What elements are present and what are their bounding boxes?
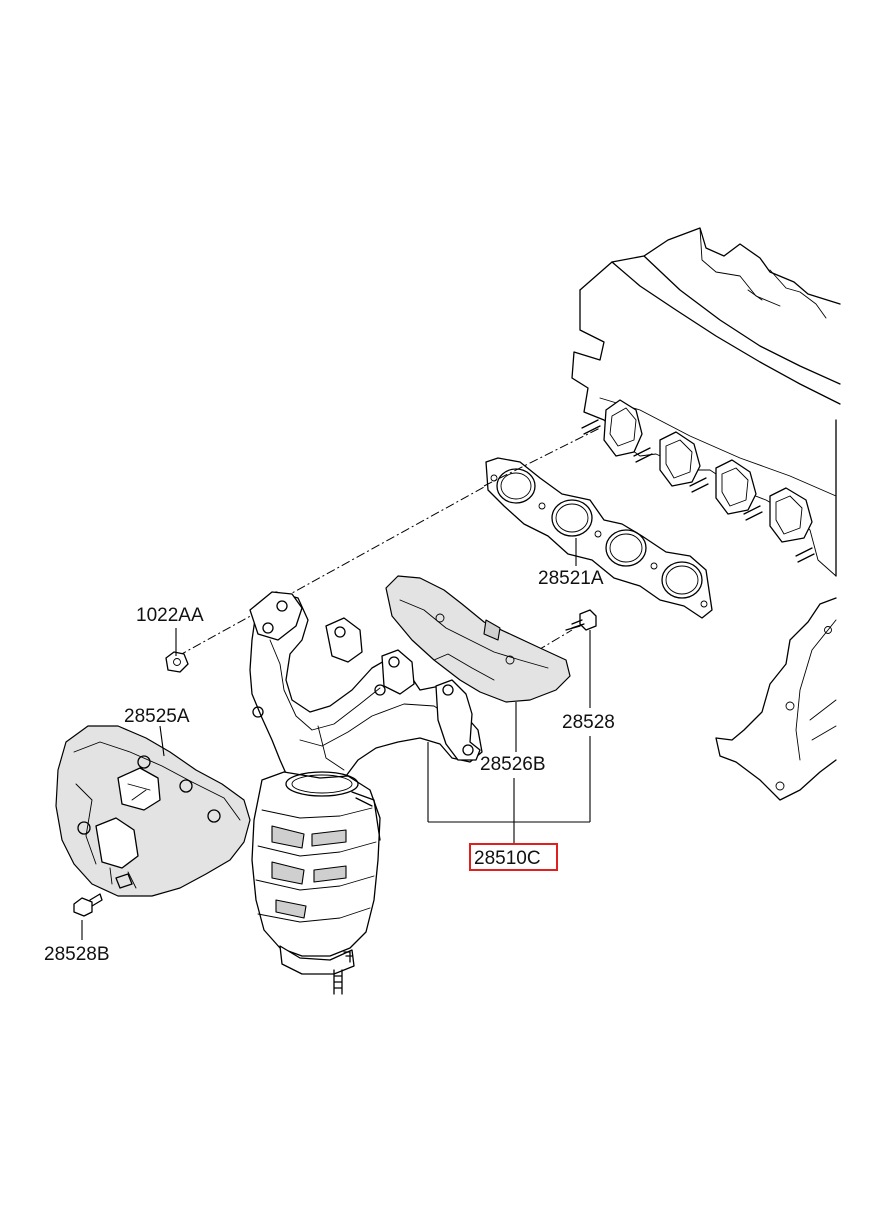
label-bolt-lower: 28528B bbox=[44, 944, 110, 965]
label-upper-heat-protector: 28526B bbox=[480, 754, 546, 775]
label-heat-protector: 28525A bbox=[124, 706, 190, 727]
manifold-catalyst-drawing bbox=[249, 591, 483, 995]
label-nut: 1022AA bbox=[136, 605, 204, 626]
label-gasket: 28521A bbox=[538, 568, 604, 589]
gasket-drawing bbox=[485, 457, 713, 619]
assembly-centerlines bbox=[177, 427, 601, 669]
label-stud-bolt: 28528 bbox=[562, 712, 615, 733]
bolt-lower-drawing bbox=[73, 873, 133, 917]
upper-heat-protector-drawing bbox=[385, 575, 571, 703]
highlight-frame bbox=[469, 843, 558, 871]
heat-protector-drawing bbox=[55, 725, 251, 897]
engine-block-drawing bbox=[571, 227, 841, 801]
label-manifold-assembly[interactable]: 28510C bbox=[474, 848, 541, 869]
leader-lines bbox=[81, 538, 591, 940]
nut-drawing bbox=[165, 651, 189, 673]
engine-exhaust-ports bbox=[581, 399, 815, 563]
stud-bolt-drawing bbox=[565, 609, 597, 631]
